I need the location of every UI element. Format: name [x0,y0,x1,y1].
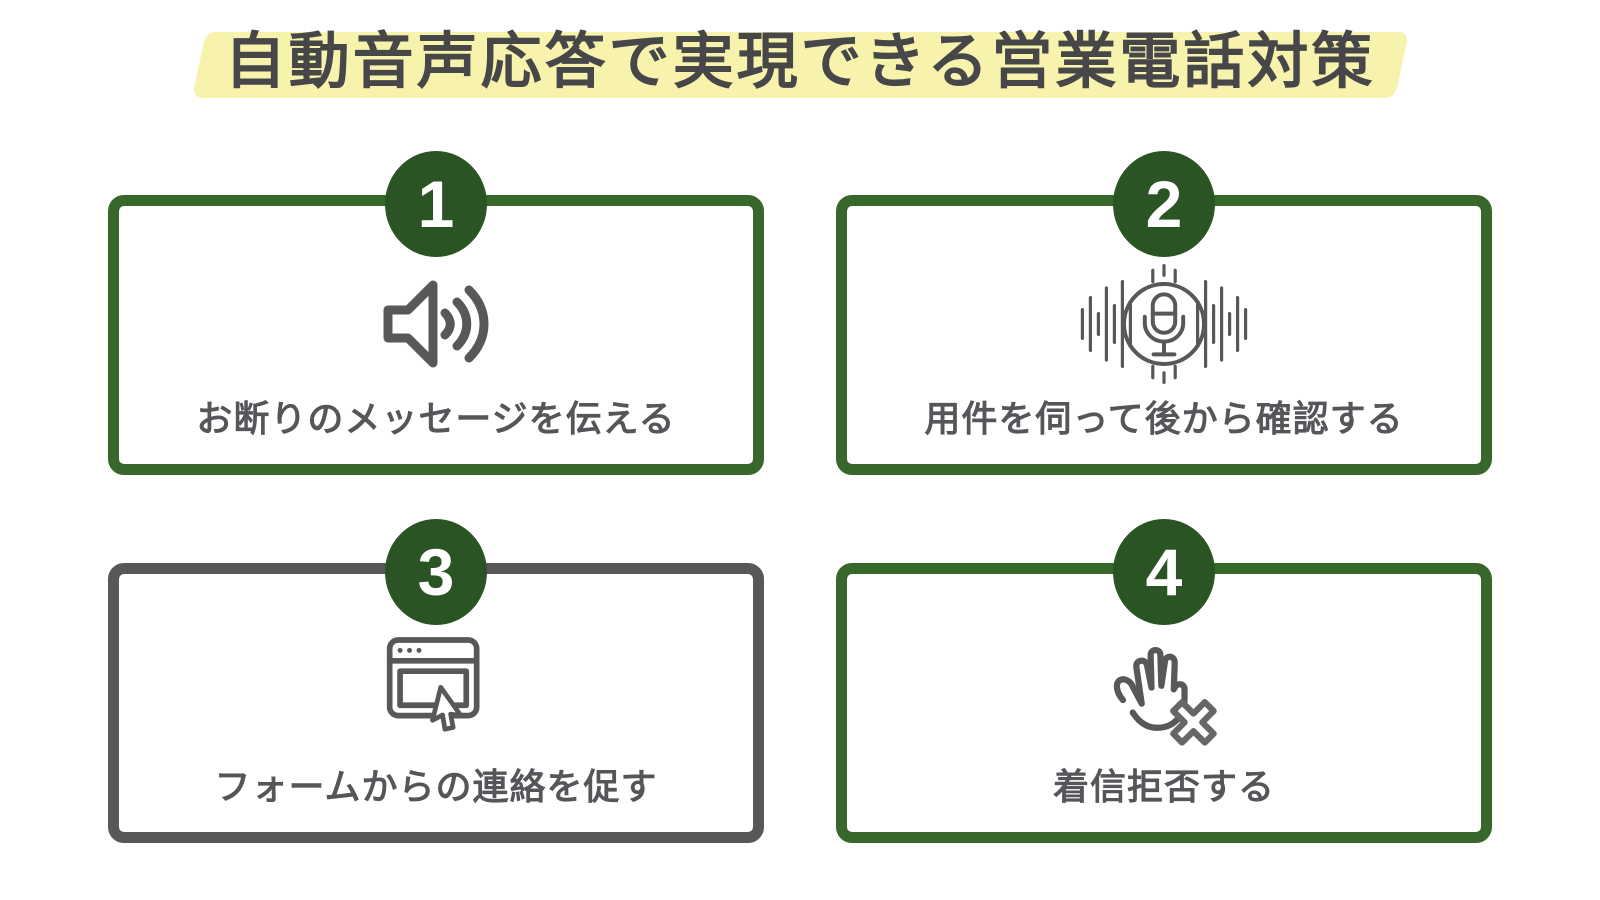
speaker-icon [376,206,496,390]
card-label: お断りのメッセージを伝える [196,398,676,439]
card-form-contact: 3 フォームからの連絡を促す [108,519,764,843]
card-label: 用件を伺って後から確認する [924,398,1404,439]
step-number-badge: 2 [1113,151,1215,257]
card-label: フォームからの連絡を促す [214,766,658,807]
card-take-message: 2 用件を伺って後から確認する [836,151,1492,475]
step-number-badge: 4 [1113,519,1215,625]
call-reject-hand-icon [1105,574,1223,758]
card-label: 着信拒否する [1052,766,1275,807]
card-block-calls: 4 着信拒否する [836,519,1492,843]
title-wrap: 自動音声応答で実現できる営業電話対策 [191,26,1409,99]
step-number-badge: 3 [385,519,487,625]
card-announce-rejection: 1 お断りのメッセージを伝える [108,151,764,475]
voice-recognition-icon [1076,206,1252,390]
step-number-badge: 1 [385,151,487,257]
browser-form-cursor-icon [384,574,488,758]
page-title: 自動音声応答で実現できる営業電話対策 [224,27,1376,95]
header: 自動音声応答で実現できる営業電話対策 [0,26,1600,99]
